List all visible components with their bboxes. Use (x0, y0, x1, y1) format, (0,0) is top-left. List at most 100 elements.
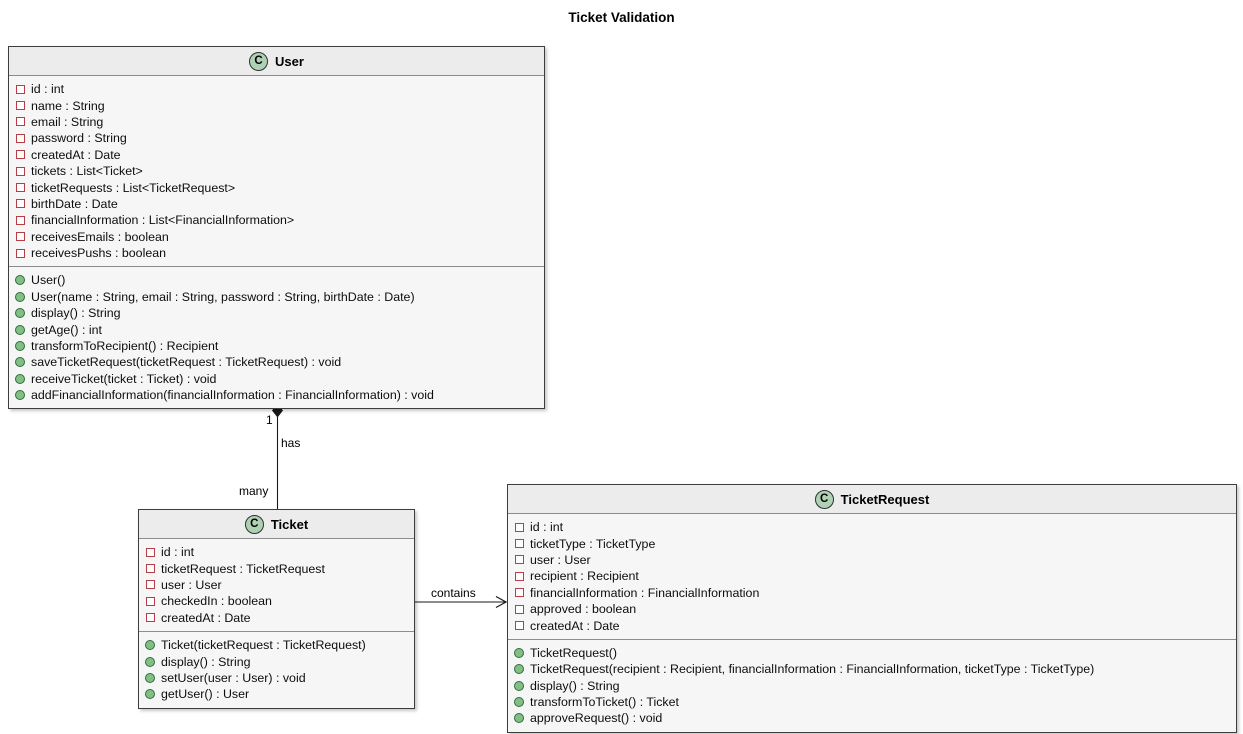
class-ticketrequest-methods: TicketRequest() TicketRequest(recipient … (508, 639, 1236, 732)
method-row: User() (15, 272, 538, 288)
field-icon (515, 522, 524, 532)
class-ticketrequest-header: C TicketRequest (508, 485, 1236, 514)
class-user-attributes: id : int name : String email : String pa… (9, 76, 544, 268)
method-icon (514, 680, 524, 691)
attribute-row: approved : boolean (514, 601, 1230, 617)
attribute-row: ticketRequests : List<TicketRequest> (15, 179, 538, 195)
class-title: TicketRequest (840, 491, 930, 507)
method-row: transformToRecipient() : Recipient (15, 338, 538, 354)
attribute-row: receivesPushs : boolean (15, 245, 538, 261)
diagram-title: Ticket Validation (568, 10, 675, 25)
field-icon (16, 133, 25, 143)
attribute-row: ticketType : TicketType (514, 535, 1230, 551)
class-ticket: C Ticket id : int ticketRequest : Ticket… (138, 509, 415, 709)
field-icon (515, 621, 524, 631)
attribute-text: user : User (530, 552, 591, 567)
arrowhead-icon (495, 595, 508, 609)
method-icon (145, 640, 155, 651)
attribute-row: recipient : Recipient (514, 568, 1230, 584)
attribute-text: ticketType : TicketType (530, 536, 656, 551)
method-icon (145, 672, 155, 683)
class-ticketrequest: C TicketRequest id : int ticketType : Ti… (507, 484, 1237, 733)
relation-label-has: has (281, 436, 301, 450)
method-icon (145, 689, 155, 700)
attribute-text: ticketRequests : List<TicketRequest> (31, 180, 236, 195)
attribute-text: approved : boolean (530, 602, 637, 617)
class-title: User (275, 53, 304, 69)
attribute-row: tickets : List<Ticket> (15, 163, 538, 179)
field-icon (146, 596, 155, 606)
attribute-row: ticketRequest : TicketRequest (145, 560, 408, 576)
method-row: getAge() : int (15, 321, 538, 337)
method-text: saveTicketRequest(ticketRequest : Ticket… (31, 355, 342, 370)
method-row: approveRequest() : void (514, 710, 1230, 726)
method-text: TicketRequest() (530, 645, 617, 660)
method-text: User(name : String, email : String, pass… (31, 289, 415, 304)
class-user-methods: User() User(name : String, email : Strin… (9, 267, 544, 409)
field-icon (16, 199, 25, 209)
attribute-row: birthDate : Date (15, 196, 538, 212)
attribute-row: financialInformation : List<FinancialInf… (15, 212, 538, 228)
method-text: User() (31, 273, 66, 288)
attribute-text: createdAt : Date (530, 618, 620, 633)
attribute-row: user : User (514, 552, 1230, 568)
attribute-text: id : int (161, 545, 195, 560)
attribute-text: createdAt : Date (31, 147, 121, 162)
attribute-row: receivesEmails : boolean (15, 229, 538, 245)
attribute-text: financialInformation : List<FinancialInf… (31, 213, 295, 228)
method-row: TicketRequest() (514, 645, 1230, 661)
class-user-header: C User (9, 47, 544, 76)
method-row: saveTicketRequest(ticketRequest : Ticket… (15, 354, 538, 370)
field-icon (16, 183, 25, 193)
method-row: addFinancialInformation(financialInforma… (15, 387, 538, 403)
attribute-text: user : User (161, 577, 222, 592)
attribute-text: name : String (31, 98, 105, 113)
attribute-row: id : int (514, 519, 1230, 535)
attribute-row: user : User (145, 577, 408, 593)
method-text: transformToRecipient() : Recipient (31, 339, 219, 354)
attribute-text: recipient : Recipient (530, 569, 639, 584)
attribute-row: id : int (145, 544, 408, 560)
class-ticket-methods: Ticket(ticketRequest : TicketRequest) di… (139, 631, 414, 708)
attribute-row: createdAt : Date (15, 147, 538, 163)
class-ticket-header: C Ticket (139, 510, 414, 539)
method-icon (15, 324, 25, 335)
attribute-text: email : String (31, 114, 104, 129)
method-text: getAge() : int (31, 322, 102, 337)
attribute-row: createdAt : Date (514, 617, 1230, 633)
method-text: setUser(user : User) : void (161, 670, 306, 685)
field-icon (16, 215, 25, 225)
attribute-row: email : String (15, 114, 538, 130)
method-text: transformToTicket() : Ticket (530, 695, 679, 710)
multiplicity-many: many (239, 484, 269, 498)
method-row: receiveTicket(ticket : Ticket) : void (15, 371, 538, 387)
field-icon (16, 232, 25, 242)
method-row: display() : String (15, 305, 538, 321)
attribute-text: receivesEmails : boolean (31, 229, 169, 244)
field-icon (146, 580, 155, 590)
field-icon (16, 101, 25, 111)
method-row: getUser() : User (145, 686, 408, 702)
field-icon (16, 248, 25, 258)
method-text: TicketRequest(recipient : Recipient, fin… (530, 662, 1095, 677)
field-icon (515, 571, 524, 581)
method-icon (15, 373, 25, 384)
attribute-text: financialInformation : FinancialInformat… (530, 585, 760, 600)
field-icon (16, 166, 25, 176)
method-text: addFinancialInformation(financialInforma… (31, 388, 434, 403)
method-row: transformToTicket() : Ticket (514, 694, 1230, 710)
attribute-row: financialInformation : FinancialInformat… (514, 585, 1230, 601)
method-text: display() : String (161, 654, 251, 669)
attribute-text: tickets : List<Ticket> (31, 164, 143, 179)
method-text: getUser() : User (161, 687, 250, 702)
method-icon (514, 697, 524, 708)
attribute-text: id : int (530, 520, 564, 535)
field-icon (16, 117, 25, 127)
field-icon (16, 84, 25, 94)
class-icon: C (249, 51, 269, 71)
attribute-text: birthDate : Date (31, 196, 118, 211)
attribute-row: checkedIn : boolean (145, 593, 408, 609)
field-icon (515, 604, 524, 614)
class-icon: C (814, 489, 834, 509)
